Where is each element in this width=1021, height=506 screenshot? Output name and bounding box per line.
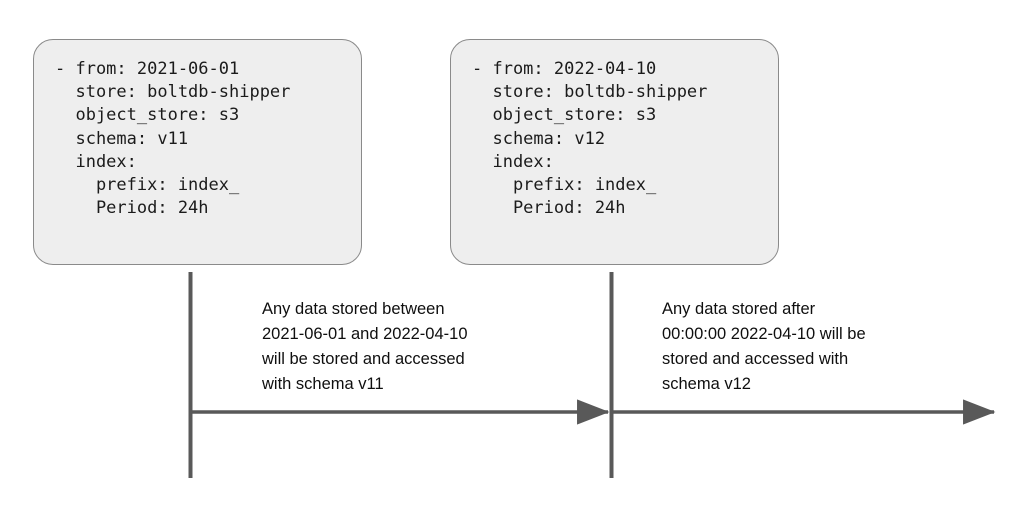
- config-box-schema-v11: - from: 2021-06-01 store: boltdb-shipper…: [33, 39, 362, 265]
- annotation-schema-v12-range: Any data stored after 00:00:00 2022-04-1…: [662, 300, 866, 393]
- config-box-schema-v11-text: - from: 2021-06-01 store: boltdb-shipper…: [55, 59, 291, 219]
- config-box-schema-v12-text: - from: 2022-04-10 store: boltdb-shipper…: [472, 59, 708, 219]
- config-box-schema-v12: - from: 2022-04-10 store: boltdb-shipper…: [450, 39, 779, 265]
- annotation-schema-v11-range: Any data stored between 2021-06-01 and 2…: [262, 300, 468, 393]
